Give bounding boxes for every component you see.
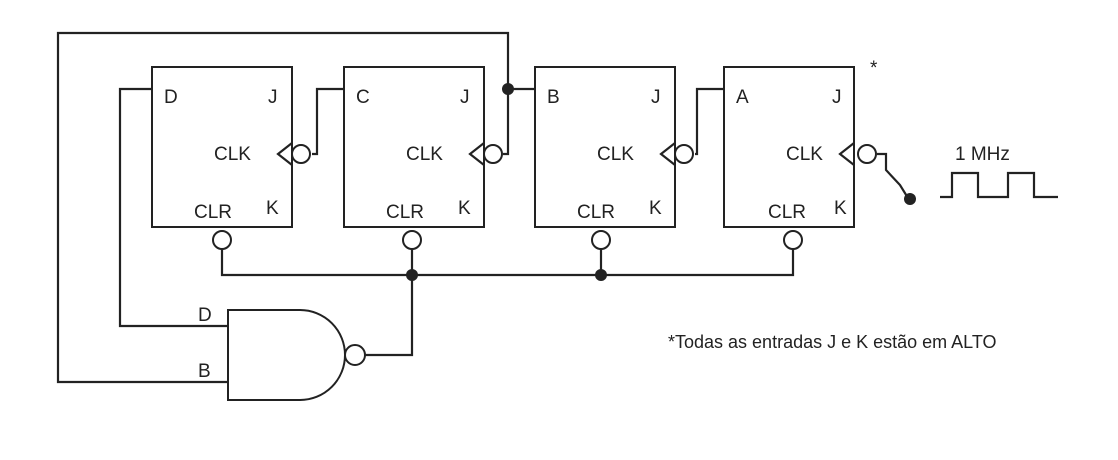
- flip-flop-c-output-label: C: [356, 87, 370, 108]
- b-output-junction: [502, 83, 514, 95]
- flip-flop-c-clr-bubble: [402, 230, 422, 250]
- flip-flop-c-box: [343, 66, 485, 228]
- flip-flop-c-k-label: K: [458, 198, 471, 219]
- flip-flop-d-clk-triangle: [276, 142, 293, 166]
- flip-flop-c-clk-label: CLK: [406, 144, 443, 165]
- flip-flop-c-clk-triangle: [468, 142, 485, 166]
- flip-flop-b-output-label: B: [547, 87, 560, 108]
- nand-gate-body: [227, 309, 346, 401]
- wire-nand-output: [365, 275, 414, 357]
- jk-high-note: *Todas as entradas J e K estão em ALTO: [668, 332, 997, 352]
- flip-flop-a-box: [723, 66, 855, 228]
- flip-flop-b-k-label: K: [649, 198, 662, 219]
- nand-input-d-label: D: [198, 305, 212, 326]
- flip-flop-c-j-label: J: [460, 87, 470, 108]
- wire-clock-input: [877, 152, 909, 199]
- flip-flop-a-output-label: A: [736, 87, 749, 108]
- flip-flop-d-clr-bubble: [212, 230, 232, 250]
- flip-flop-b-j-label: J: [651, 87, 661, 108]
- flip-flop-d-k-label: K: [266, 198, 279, 219]
- flip-flop-c: C J CLK CLR K: [343, 66, 503, 250]
- wire-c-to-d-clk: [312, 87, 344, 156]
- wire-b-to-c-clk: [503, 87, 535, 156]
- flip-flop-b: B J CLK CLR K: [534, 66, 694, 250]
- clock-input-junction: [904, 193, 916, 205]
- flip-flop-a-j-label: J: [832, 87, 842, 108]
- flip-flop-a-clk-bubble: [857, 144, 877, 164]
- flip-flop-d: D J CLK CLR K: [151, 66, 311, 250]
- flip-flop-d-box: [151, 66, 293, 228]
- flip-flop-a-clk-triangle: [838, 142, 855, 166]
- nand-input-b-label: B: [198, 361, 211, 382]
- flip-flop-b-clr-label: CLR: [577, 202, 615, 223]
- flip-flop-d-output-label: D: [164, 87, 178, 108]
- clr-junction-b: [595, 269, 607, 281]
- flip-flop-d-clk-bubble: [291, 144, 311, 164]
- flip-flop-b-clr-bubble: [591, 230, 611, 250]
- flip-flop-d-clr-label: CLR: [194, 202, 232, 223]
- clr-bus: [220, 249, 795, 277]
- flip-flop-a: A J CLK CLR K: [723, 66, 877, 250]
- flip-flop-c-clr-label: CLR: [386, 202, 424, 223]
- flip-flop-a-k-label: K: [834, 198, 847, 219]
- wire-d-feedback: [118, 87, 228, 328]
- flip-flop-b-clk-triangle: [659, 142, 676, 166]
- flip-flop-c-clk-bubble: [483, 144, 503, 164]
- clock-frequency-label: 1 MHz: [955, 144, 1010, 165]
- flip-flop-a-clk-label: CLK: [786, 144, 823, 165]
- nand-gate: D B: [198, 305, 366, 401]
- wire-a-to-b-clk: [695, 87, 724, 156]
- flip-flop-a-clr-label: CLR: [768, 202, 806, 223]
- flip-flop-b-clk-label: CLK: [597, 144, 634, 165]
- clock-square-wave: [940, 171, 1058, 199]
- clock-waveform: 1 MHz: [940, 144, 1058, 199]
- flip-flop-d-j-label: J: [268, 87, 278, 108]
- flip-flop-b-clk-bubble: [674, 144, 694, 164]
- flip-flop-b-box: [534, 66, 676, 228]
- nand-output-bubble: [344, 344, 366, 366]
- flip-flop-d-clk-label: CLK: [214, 144, 251, 165]
- wire-b-feedback: [56, 31, 510, 384]
- flip-flop-a-clr-bubble: [783, 230, 803, 250]
- asterisk-mark: *: [870, 58, 878, 79]
